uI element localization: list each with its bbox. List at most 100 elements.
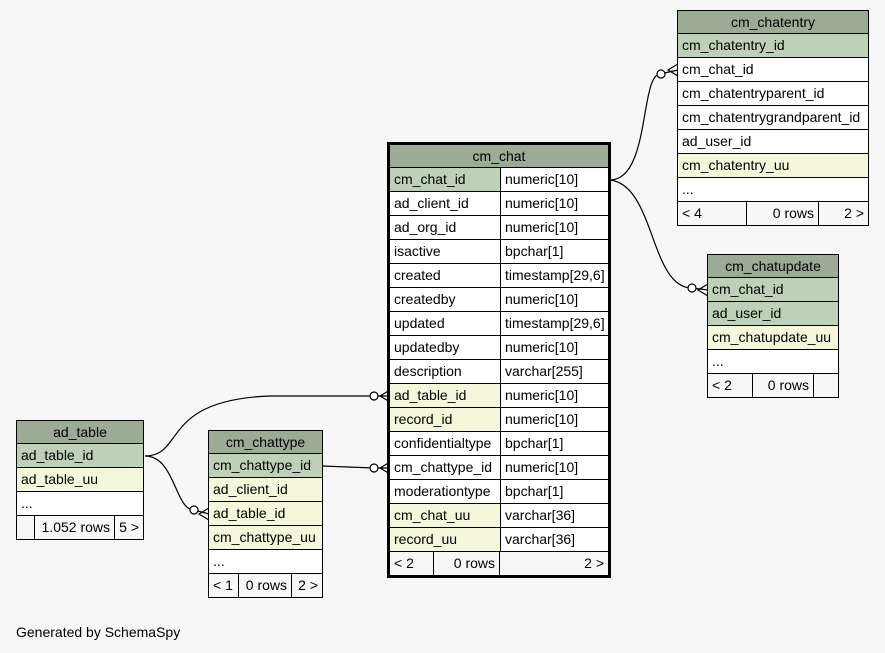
table-title[interactable]: ad_table — [17, 421, 143, 444]
table-cm-chatentry[interactable]: cm_chatentry cm_chatentry_id cm_chat_id … — [677, 10, 869, 226]
rel-adtable-chattype-crow — [197, 507, 210, 521]
rel-chat-chatupdate — [609, 179, 709, 291]
prev-link[interactable]: < 1 — [209, 574, 239, 597]
table-title[interactable]: cm_chattype — [209, 431, 322, 454]
table-footer: < 1 0 rows 2 > — [209, 574, 322, 597]
column-type: numeric[10] — [500, 384, 608, 407]
table-row: ad_client_id — [209, 478, 322, 502]
table-row: cm_chat_id — [678, 58, 868, 82]
rel-adtable-chat-circle — [369, 391, 379, 401]
column-name: ad_table_id — [209, 502, 322, 525]
column-type: varchar[36] — [500, 504, 608, 527]
next-link[interactable]: 5 > — [119, 519, 139, 535]
column-type: numeric[10] — [500, 408, 608, 431]
rel-adtable-chattype-circle — [189, 505, 199, 515]
column-name: ad_org_id — [390, 216, 500, 239]
generated-by-text: Generated by SchemaSpy — [16, 624, 181, 640]
column-name: cm_chatentryparent_id — [678, 82, 868, 105]
table-row: cm_chat_id — [708, 278, 838, 302]
column-type: numeric[10] — [500, 288, 608, 311]
row-count: 0 rows — [239, 574, 292, 597]
table-title[interactable]: cm_chatupdate — [708, 255, 838, 278]
column-name: confidentialtype — [390, 432, 500, 455]
table-row: ad_table_uu — [17, 468, 143, 492]
table-row: ... — [708, 350, 838, 374]
rel-adtable-chat-crow — [378, 389, 391, 403]
table-row: cm_chatentry_id — [678, 34, 868, 58]
prev-link[interactable] — [17, 516, 35, 539]
column-type: timestamp[29,6] — [500, 264, 608, 287]
column-name: ad_table_id — [17, 444, 143, 467]
table-footer: < 2 0 rows 2 > — [390, 552, 608, 575]
column-name: ... — [209, 550, 322, 573]
next-link[interactable]: 2 > — [844, 205, 864, 221]
column-type: varchar[255] — [500, 360, 608, 383]
table-row: cm_chatentryparent_id — [678, 82, 868, 106]
rel-chat-chatupdate-circle — [687, 283, 697, 293]
table-row: ad_user_id — [708, 302, 838, 326]
rel-chat-chatentry-circle — [656, 69, 666, 79]
column-name: ad_user_id — [678, 130, 868, 153]
column-type: numeric[10] — [500, 456, 608, 479]
table-ad-table[interactable]: ad_table ad_table_id ad_table_uu ... 1.0… — [16, 420, 144, 540]
column-name: cm_chattype_id — [390, 456, 500, 479]
prev-link[interactable]: < 4 — [678, 202, 747, 225]
table-footer: < 2 0 rows — [708, 374, 838, 397]
column-name: updatedby — [390, 336, 500, 359]
prev-link[interactable]: < 2 — [390, 552, 434, 575]
column-name: cm_chat_id — [708, 278, 838, 301]
column-name: record_id — [390, 408, 500, 431]
rel-chattype-chat-crow — [378, 461, 391, 475]
column-name: created — [390, 264, 500, 287]
next-link[interactable]: 2 > — [584, 555, 604, 571]
column-name: ad_table_id — [390, 384, 500, 407]
table-row: cm_chatupdate_uu — [708, 326, 838, 350]
column-name: cm_chat_id — [678, 58, 868, 81]
next-link[interactable] — [814, 374, 838, 397]
column-name: createdby — [390, 288, 500, 311]
column-name: cm_chattype_uu — [209, 526, 322, 549]
table-row: ... — [209, 550, 322, 574]
column-name: moderationtype — [390, 480, 500, 503]
column-name: ad_user_id — [708, 302, 838, 325]
prev-link[interactable]: < 2 — [708, 374, 753, 397]
column-name: ad_client_id — [209, 478, 322, 501]
table-row: ad_user_id — [678, 130, 868, 154]
column-type: numeric[10] — [500, 336, 608, 359]
next-link[interactable]: 2 > — [298, 577, 318, 593]
table-cm-chatupdate[interactable]: cm_chatupdate cm_chat_id ad_user_id cm_c… — [707, 254, 839, 398]
column-name: cm_chattype_id — [209, 454, 322, 477]
row-count: 0 rows — [434, 552, 500, 575]
column-name: updated — [390, 312, 500, 335]
table-footer: 1.052 rows 5 > — [17, 516, 143, 539]
row-count: 0 rows — [753, 374, 814, 397]
table-title[interactable]: cm_chat — [390, 145, 608, 168]
column-name: cm_chat_uu — [390, 504, 500, 527]
column-name: ... — [708, 350, 838, 373]
table-row: cm_chatentrygrandparent_id — [678, 106, 868, 130]
column-name: cm_chatentry_uu — [678, 154, 868, 177]
row-count: 1.052 rows — [35, 516, 115, 539]
table-title[interactable]: cm_chatentry — [678, 11, 868, 34]
column-name: cm_chatentry_id — [678, 34, 868, 57]
table-row: ... — [17, 492, 143, 516]
column-type: timestamp[29,6] — [500, 312, 608, 335]
column-name: cm_chatupdate_uu — [708, 326, 838, 349]
table-cm-chattype[interactable]: cm_chattype cm_chattype_id ad_client_id … — [208, 430, 323, 598]
column-name: ad_client_id — [390, 192, 500, 215]
rel-chat-chatentry — [609, 69, 679, 181]
